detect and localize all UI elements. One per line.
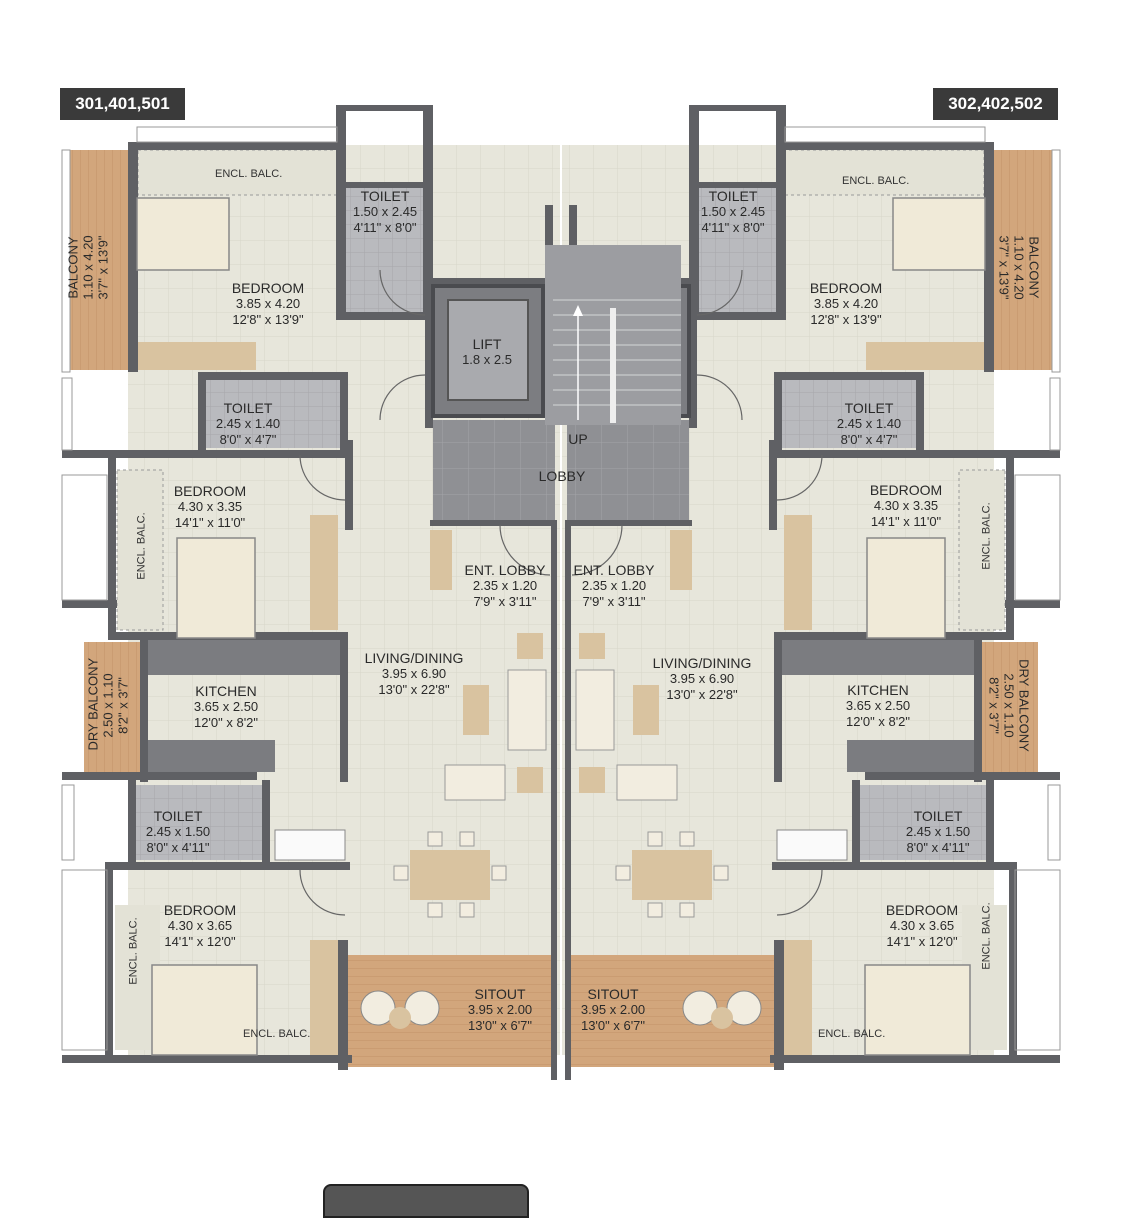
encl-balc-label: ENCL. BALC.: [980, 502, 993, 570]
encl-balc-label: ENCL. BALC.: [980, 902, 993, 970]
encl-balc-label: ENCL. BALC.: [215, 168, 283, 180]
encl-balc-label: ENCL. BALC.: [818, 1028, 886, 1040]
unit-badge-left: 301,401,501: [60, 88, 185, 120]
bottom-tab[interactable]: [323, 1184, 529, 1218]
encl-balc-label: ENCL. BALC.: [127, 917, 140, 985]
encl-balc-label: ENCL. BALC.: [842, 175, 910, 187]
unit-badge-right: 302,402,502: [933, 88, 1058, 120]
encl-balc-label: ENCL. BALC.: [135, 512, 148, 580]
lobby-label: LOBBY: [538, 468, 586, 484]
staircase: [553, 245, 681, 425]
up-label: UP: [568, 431, 588, 447]
encl-balc-label: ENCL. BALC.: [243, 1028, 311, 1040]
